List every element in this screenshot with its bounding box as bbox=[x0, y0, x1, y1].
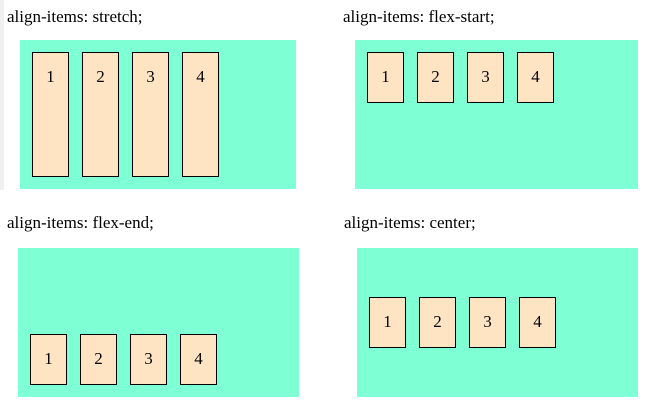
flex-item-1: 1 bbox=[367, 52, 404, 103]
flex-item-4: 4 bbox=[517, 52, 554, 103]
flex-item-1: 1 bbox=[369, 297, 406, 348]
panel-title-center: align-items: center; bbox=[344, 213, 476, 232]
flex-item-1: 1 bbox=[30, 334, 67, 385]
flex-item-2: 2 bbox=[417, 52, 454, 103]
flex-item-2: 2 bbox=[419, 297, 456, 348]
panel-title-stretch: align-items: stretch; bbox=[7, 7, 143, 26]
flex-container-stretch: 1 2 3 4 bbox=[20, 40, 296, 189]
flex-container-flex-end: 1 2 3 4 bbox=[18, 248, 299, 397]
flex-item-2: 2 bbox=[82, 52, 119, 177]
page-left-edge bbox=[0, 0, 4, 190]
flex-item-4: 4 bbox=[180, 334, 217, 385]
panel-title-flex-end: align-items: flex-end; bbox=[7, 213, 154, 232]
flex-item-3: 3 bbox=[469, 297, 506, 348]
flex-item-1: 1 bbox=[32, 52, 69, 177]
flex-item-3: 3 bbox=[130, 334, 167, 385]
flex-item-3: 3 bbox=[132, 52, 169, 177]
flex-item-3: 3 bbox=[467, 52, 504, 103]
flex-container-flex-start: 1 2 3 4 bbox=[355, 40, 638, 189]
flex-item-4: 4 bbox=[182, 52, 219, 177]
flex-item-4: 4 bbox=[519, 297, 556, 348]
panel-title-flex-start: align-items: flex-start; bbox=[343, 7, 495, 26]
flex-item-2: 2 bbox=[80, 334, 117, 385]
flex-container-center: 1 2 3 4 bbox=[357, 248, 638, 397]
